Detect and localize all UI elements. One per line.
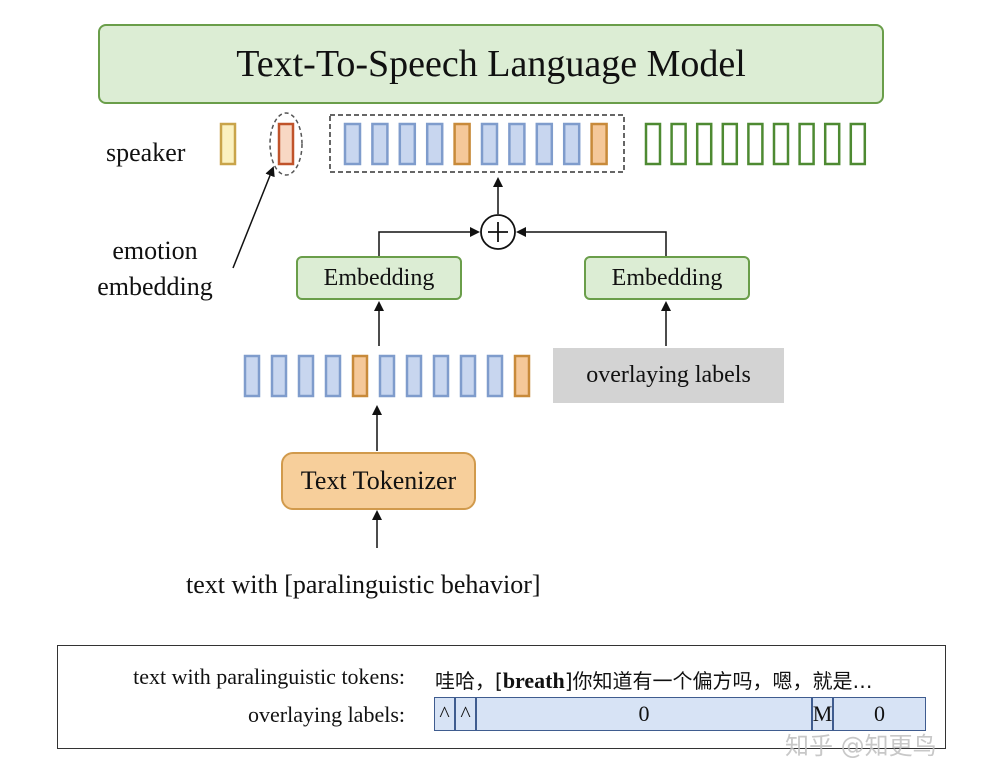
text-token-blue-1 bbox=[243, 354, 261, 398]
emotion-highlight-ellipse bbox=[269, 112, 303, 176]
text-token-blue-9 bbox=[459, 354, 477, 398]
output-token-green-9 bbox=[849, 122, 867, 166]
row1-text-pre: 哇哈，[ bbox=[435, 669, 503, 693]
overlay-cell-zero-2: 0 bbox=[833, 697, 926, 731]
text-token-orange-5 bbox=[351, 354, 369, 398]
right-embedding-to-plus-arrow bbox=[516, 227, 667, 256]
row1-text-post: ]你知道有一个偏方吗，嗯，就是… bbox=[564, 669, 873, 693]
emotion-label-line1: emotion bbox=[112, 236, 198, 265]
combined-token-blue-1 bbox=[343, 122, 362, 166]
watermark: 知乎 @知更鸟 bbox=[785, 732, 937, 760]
emotion-pointer-arrow bbox=[232, 166, 275, 269]
tts-language-model-box: Text-To-Speech Language Model bbox=[98, 24, 884, 104]
speaker-label: speaker bbox=[106, 138, 186, 167]
table-row1-label: text with paralinguistic tokens: bbox=[133, 664, 405, 689]
output-token-green-5 bbox=[747, 122, 764, 166]
embedding-box-left: Embedding bbox=[296, 256, 462, 300]
speaker-token bbox=[219, 122, 237, 166]
text-token-blue-10 bbox=[486, 354, 504, 398]
combined-token-sequence bbox=[343, 122, 608, 166]
overlay-cell-m: M bbox=[812, 697, 833, 731]
left-embedding-to-plus-arrow bbox=[378, 227, 480, 256]
example-table bbox=[57, 645, 946, 749]
output-token-sequence bbox=[644, 122, 867, 166]
overlay-cell-zero-1: 0 bbox=[476, 697, 812, 731]
row1-text-bold: breath bbox=[502, 668, 565, 693]
output-token-green-4 bbox=[721, 122, 739, 166]
combined-token-blue-2 bbox=[371, 122, 389, 166]
combined-token-orange-10 bbox=[590, 122, 608, 166]
text-token-blue-2 bbox=[270, 354, 288, 398]
overlay-cell-caret-2: ^ bbox=[455, 697, 476, 731]
text-token-blue-3 bbox=[297, 354, 315, 398]
text-token-blue-6 bbox=[378, 354, 396, 398]
combined-token-orange-5 bbox=[453, 122, 471, 166]
combined-token-blue-6 bbox=[480, 122, 499, 166]
combined-token-blue-7 bbox=[508, 122, 526, 166]
text-token-blue-7 bbox=[405, 354, 423, 398]
output-token-green-3 bbox=[695, 122, 713, 166]
embedding-left-label: Embedding bbox=[323, 264, 435, 291]
combined-token-blue-9 bbox=[562, 122, 581, 166]
text-tokenizer-label: Text Tokenizer bbox=[300, 466, 457, 495]
combined-token-blue-3 bbox=[398, 122, 417, 166]
overlaying-labels-box: overlaying labels bbox=[553, 348, 784, 403]
output-token-green-1 bbox=[644, 122, 662, 166]
tts-language-model-title: Text-To-Speech Language Model bbox=[236, 43, 746, 85]
text-token-sequence bbox=[243, 354, 531, 398]
text-token-orange-11 bbox=[513, 354, 531, 398]
output-token-green-8 bbox=[823, 122, 841, 166]
output-token-green-2 bbox=[670, 122, 687, 166]
output-token-green-7 bbox=[798, 122, 815, 166]
input-text-label: text with [paralinguistic behavior] bbox=[186, 570, 541, 599]
combined-token-blue-4 bbox=[425, 122, 444, 166]
overlay-cell-caret-1: ^ bbox=[434, 697, 455, 731]
text-token-blue-4 bbox=[324, 354, 342, 398]
table-row2-label: overlaying labels: bbox=[247, 702, 405, 727]
sequence-dashed-box bbox=[329, 114, 625, 173]
overlaying-labels-text: overlaying labels bbox=[586, 362, 751, 388]
text-token-blue-8 bbox=[432, 354, 450, 398]
emotion-label-line2: embedding bbox=[97, 272, 213, 301]
emotion-token bbox=[277, 122, 295, 166]
table-row1-text: 哇哈，[breath]你知道有一个偏方吗，嗯，就是… bbox=[435, 665, 873, 694]
combined-token-blue-8 bbox=[535, 122, 554, 166]
embedding-box-right: Embedding bbox=[584, 256, 750, 300]
output-token-green-6 bbox=[772, 122, 790, 166]
text-tokenizer-box: Text Tokenizer bbox=[281, 452, 476, 510]
embedding-right-label: Embedding bbox=[611, 264, 723, 291]
